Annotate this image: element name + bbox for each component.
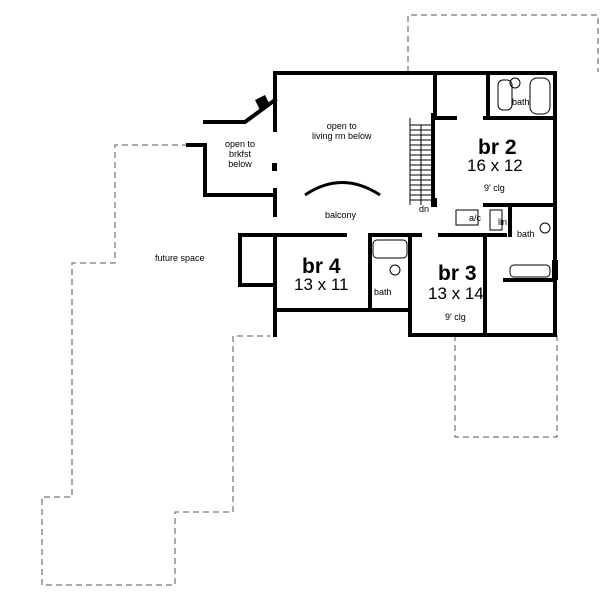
label-line: brkfst [229, 148, 252, 159]
br4-size: 13 x 11 [294, 275, 349, 294]
dashed-outlines [41, 14, 599, 586]
future-space-outline [41, 144, 270, 586]
linen-closet-label: lin [498, 217, 508, 227]
label-line: open to [326, 121, 357, 131]
bath-br2-label: bath [512, 97, 530, 107]
bath-br3-label: bath [517, 229, 535, 239]
br3-size: 13 x 14 [428, 284, 484, 303]
top-roof-outline [407, 14, 599, 72]
ac-label: a/c [469, 213, 482, 223]
br3-ceiling: 9' clg [445, 312, 466, 322]
br2-name: br 2 [478, 136, 517, 159]
label-line: living rm below [312, 130, 372, 141]
room-open-brkfst: open to brkfst below [225, 139, 256, 170]
label-line: open to [225, 139, 256, 149]
pillar [272, 163, 277, 171]
column-block [552, 260, 558, 280]
room-balcony: balcony [325, 210, 357, 220]
stair [409, 118, 422, 205]
walls [186, 71, 557, 337]
bottom-right-outline [454, 335, 558, 438]
br2-ceiling: 9' clg [484, 183, 505, 193]
bath-br4-label: bath [374, 287, 392, 297]
fireplace-icon [255, 95, 270, 110]
stair-treads [410, 124, 433, 201]
br3-name: br 3 [438, 262, 477, 285]
room-open-living: open to living rm below [312, 121, 372, 142]
br4-name: br 4 [302, 255, 341, 278]
br2-size: 16 x 12 [467, 156, 523, 175]
label-line: below [228, 158, 252, 169]
room-future-space: future space [155, 253, 205, 263]
stair-down-label: dn [419, 204, 430, 214]
